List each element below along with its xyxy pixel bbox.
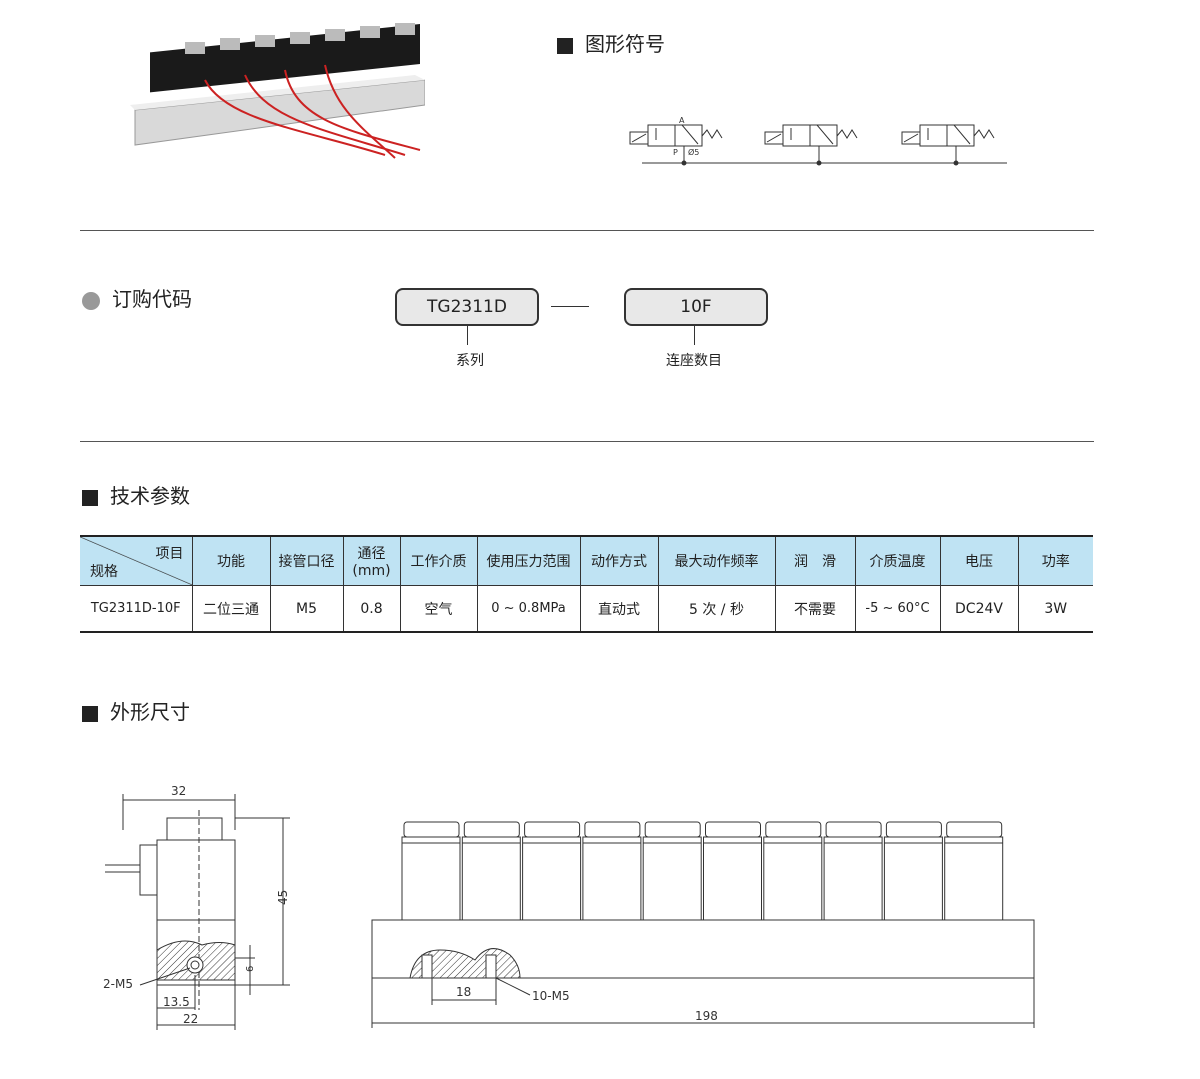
- code-dash: [551, 306, 589, 307]
- cell: TG2311D-10F: [80, 585, 192, 633]
- svg-text:32: 32: [171, 784, 186, 798]
- series-code-box: TG2311D: [395, 288, 539, 326]
- svg-text:18: 18: [456, 985, 471, 999]
- svg-text:2-M5: 2-M5: [103, 977, 133, 991]
- port-labels: A P Ø5: [673, 116, 699, 157]
- square-bullet-icon: [82, 489, 98, 506]
- count-code-box: 10F: [624, 288, 768, 326]
- header-cell: 电压: [939, 535, 1018, 586]
- side-view-drawing: 32 45 6 2-M5 13.5 22: [103, 784, 290, 1030]
- section-label: 图形符号: [585, 32, 665, 56]
- corner-header: 项目 规格: [80, 535, 192, 586]
- coil: [642, 821, 702, 921]
- square-bullet-icon: [557, 37, 573, 54]
- header-cell: 润 滑: [774, 535, 855, 586]
- section-title-dims: 外形尺寸: [82, 696, 190, 725]
- svg-text:P: P: [673, 148, 678, 157]
- svg-text:10-M5: 10-M5: [532, 989, 570, 1003]
- header-cell: 功率: [1017, 535, 1093, 586]
- svg-text:45: 45: [276, 890, 290, 905]
- section-label: 技术参数: [110, 484, 190, 508]
- cell: 5 次 / 秒: [657, 585, 775, 633]
- cell: 0.8: [342, 585, 400, 633]
- header-cell: 功能: [191, 535, 270, 586]
- coil: [763, 821, 823, 921]
- count-label: 连座数目: [666, 353, 722, 369]
- divider: [80, 230, 1094, 231]
- svg-text:Ø5: Ø5: [688, 147, 699, 157]
- section-label: 外形尺寸: [110, 700, 190, 724]
- header-cell: 动作方式: [579, 535, 658, 586]
- cell: 3W: [1017, 585, 1093, 633]
- section-title-symbol: 图形符号: [557, 28, 665, 57]
- svg-text:198: 198: [695, 1009, 718, 1023]
- coil: [461, 821, 521, 921]
- coil: [401, 821, 461, 921]
- svg-text:6: 6: [245, 966, 256, 972]
- divider: [80, 441, 1094, 442]
- cell: DC24V: [939, 585, 1018, 633]
- coil: [522, 821, 582, 921]
- series-label: 系列: [456, 353, 484, 369]
- coil: [703, 821, 762, 921]
- header-cell: 工作介质: [399, 535, 477, 586]
- section-label: 订购代码: [112, 287, 192, 311]
- section-title-order: 订购代码: [82, 283, 192, 312]
- header-cell: 接管口径: [269, 535, 343, 586]
- coil: [582, 821, 642, 921]
- section-title-specs: 技术参数: [82, 480, 190, 509]
- header-cell: 通径(mm): [342, 535, 400, 586]
- header-cell: 介质温度: [854, 535, 940, 586]
- cell: 不需要: [774, 585, 855, 633]
- cell: 空气: [399, 585, 477, 633]
- coil: [944, 821, 1004, 921]
- svg-text:13.5: 13.5: [163, 995, 190, 1009]
- svg-text:22: 22: [183, 1012, 198, 1026]
- valve-symbol-diagram: A P Ø5: [629, 116, 1007, 166]
- header-cell: 最大动作频率: [657, 535, 775, 586]
- cell: 二位三通: [191, 585, 270, 633]
- cell: 直动式: [579, 585, 658, 633]
- cell: 0 ~ 0.8MPa: [476, 585, 580, 633]
- circle-bullet-icon: [82, 291, 100, 310]
- coil: [823, 821, 883, 921]
- coil: [883, 821, 943, 921]
- table-row: TG2311D-10F 二位三通 M5 0.8 空气 0 ~ 0.8MPa 直动…: [80, 585, 1093, 633]
- cell: M5: [269, 585, 343, 633]
- cell: -5 ~ 60°C: [854, 585, 940, 633]
- table-header-row: 项目 规格 功能 接管口径 通径(mm) 工作介质 使用压力范围 动作方式 最大…: [80, 535, 1093, 586]
- header-cell: 使用压力范围: [476, 535, 580, 586]
- svg-text:A: A: [679, 116, 685, 125]
- front-view-drawing: 18 10-M5 198: [371, 821, 1035, 1028]
- spec-table: 项目 规格 功能 接管口径 通径(mm) 工作介质 使用压力范围 动作方式 最大…: [80, 535, 1093, 633]
- product-photo: [130, 23, 425, 159]
- square-bullet-icon: [82, 705, 98, 722]
